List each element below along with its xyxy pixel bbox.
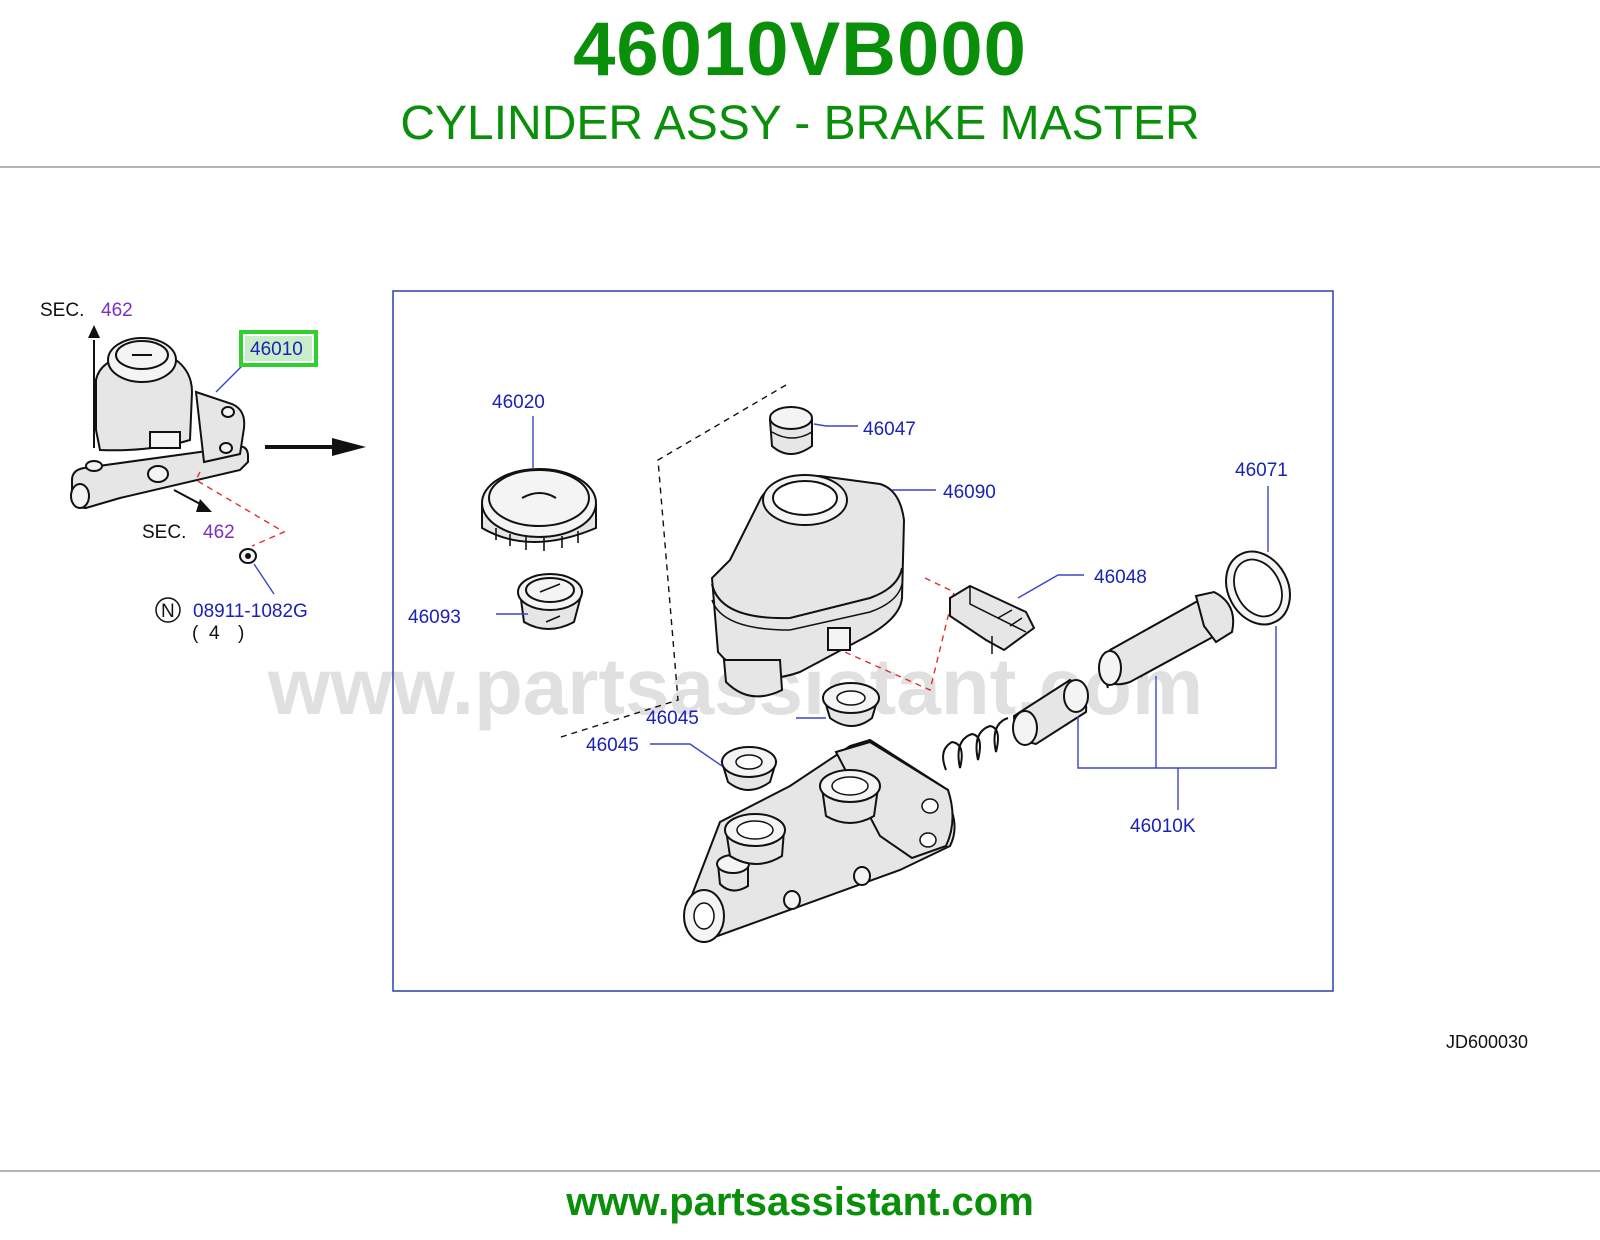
grommet-46045-lower: [720, 746, 778, 791]
callout-46090[interactable]: 46090: [943, 482, 996, 503]
callout-46093[interactable]: 46093: [408, 607, 461, 628]
footer-url[interactable]: www.partsassistant.com: [566, 1180, 1034, 1224]
callout-46071[interactable]: 46071: [1235, 460, 1288, 481]
bolt-part-number[interactable]: 08911-1082G: [193, 601, 308, 622]
part-number-title: 46010VB000: [573, 7, 1027, 92]
callout-46010[interactable]: 46010: [250, 339, 303, 360]
bolt-qty-close: ): [238, 623, 244, 644]
page-header: 46010VB000 CYLINDER ASSY - BRAKE MASTER: [0, 0, 1600, 170]
cylinder-body: [683, 738, 956, 943]
sec-bottom-label: SEC.: [142, 522, 186, 543]
parts-diagram: www.partsassistant.com SEC. 462 SEC. 462: [40, 290, 1528, 1052]
connector-46048: [949, 584, 1036, 654]
callout-46048[interactable]: 46048: [1094, 567, 1147, 588]
part-name-subtitle: CYLINDER ASSY - BRAKE MASTER: [400, 97, 1200, 150]
callout-46020[interactable]: 46020: [492, 392, 545, 413]
header-divider: [0, 166, 1600, 168]
grommet-46045-upper: [822, 682, 880, 727]
cap-46020: [481, 468, 597, 551]
detail-frame: [392, 290, 1334, 992]
bolt-qty: 4: [209, 623, 220, 644]
arrow-right-icon: [265, 438, 366, 456]
sec-top-number[interactable]: 462: [101, 300, 133, 321]
callout-46045-upper[interactable]: 46045: [646, 708, 699, 729]
sec-bottom-number[interactable]: 462: [203, 522, 235, 543]
dashed-guide: [557, 384, 787, 739]
bolt-qty-open: (: [192, 623, 199, 644]
n-badge-circle: [155, 597, 181, 623]
piston-kit-46010k: [942, 550, 1291, 771]
sec-top-label: SEC.: [40, 300, 84, 321]
callout-46010k[interactable]: 46010K: [1130, 816, 1196, 837]
reservoir-46090: [710, 474, 906, 698]
footer-divider: [0, 1170, 1600, 1172]
callout-46047[interactable]: 46047: [863, 419, 916, 440]
callout-46045-lower[interactable]: 46045: [586, 735, 639, 756]
overview-assembly: SEC. 462 SEC. 462 46010 N: [40, 300, 318, 644]
red-dashed-guide: [799, 577, 955, 691]
drawing-code: JD600030: [1446, 1032, 1528, 1052]
highlight-box: [239, 330, 318, 367]
strainer-46093: [517, 573, 584, 630]
grommet-46047: [768, 406, 813, 455]
n-badge-letter: N: [161, 601, 175, 622]
